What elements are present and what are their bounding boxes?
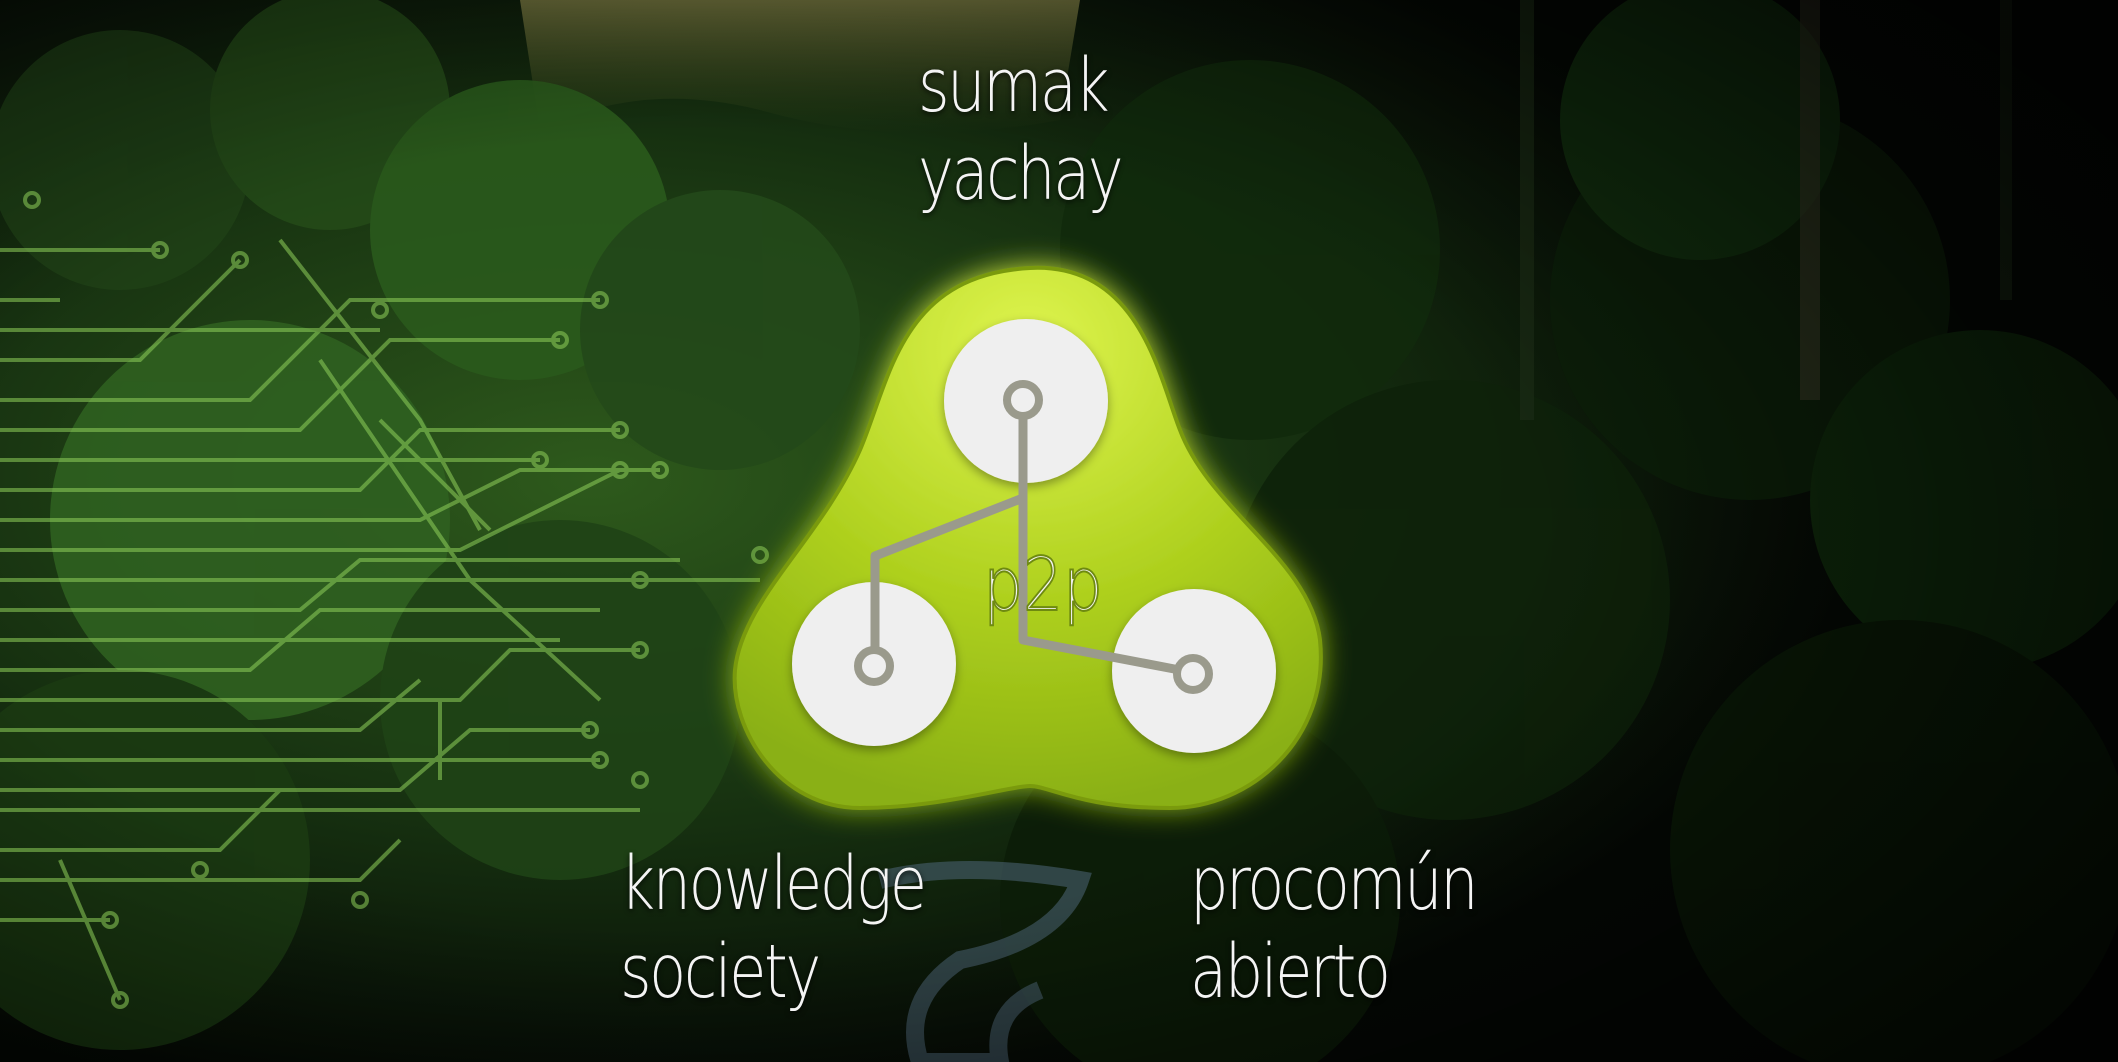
label-top-line1: sumak: [918, 43, 1110, 129]
node-top-port: [1003, 380, 1043, 420]
node-left-port: [854, 646, 894, 686]
label-right-line2: abierto: [1190, 929, 1391, 1015]
label-sumak-yachay: sumak yachay: [918, 42, 1124, 218]
label-knowledge-society: knowledge society: [620, 840, 927, 1016]
node-right-port: [1173, 654, 1213, 694]
circuit-traces: [0, 191, 769, 1009]
label-left-line1: knowledge: [620, 841, 927, 927]
label-top-line2: yachay: [918, 131, 1124, 217]
label-left-line2: society: [620, 929, 821, 1015]
p2p-logo: p2p: [732, 265, 1323, 811]
label-right-line1: procomún: [1190, 841, 1479, 927]
p2p-center-text: p2p: [983, 542, 1103, 628]
network-connectors: [870, 395, 1195, 677]
label-procomun-abierto: procomún abierto: [1190, 840, 1479, 1016]
